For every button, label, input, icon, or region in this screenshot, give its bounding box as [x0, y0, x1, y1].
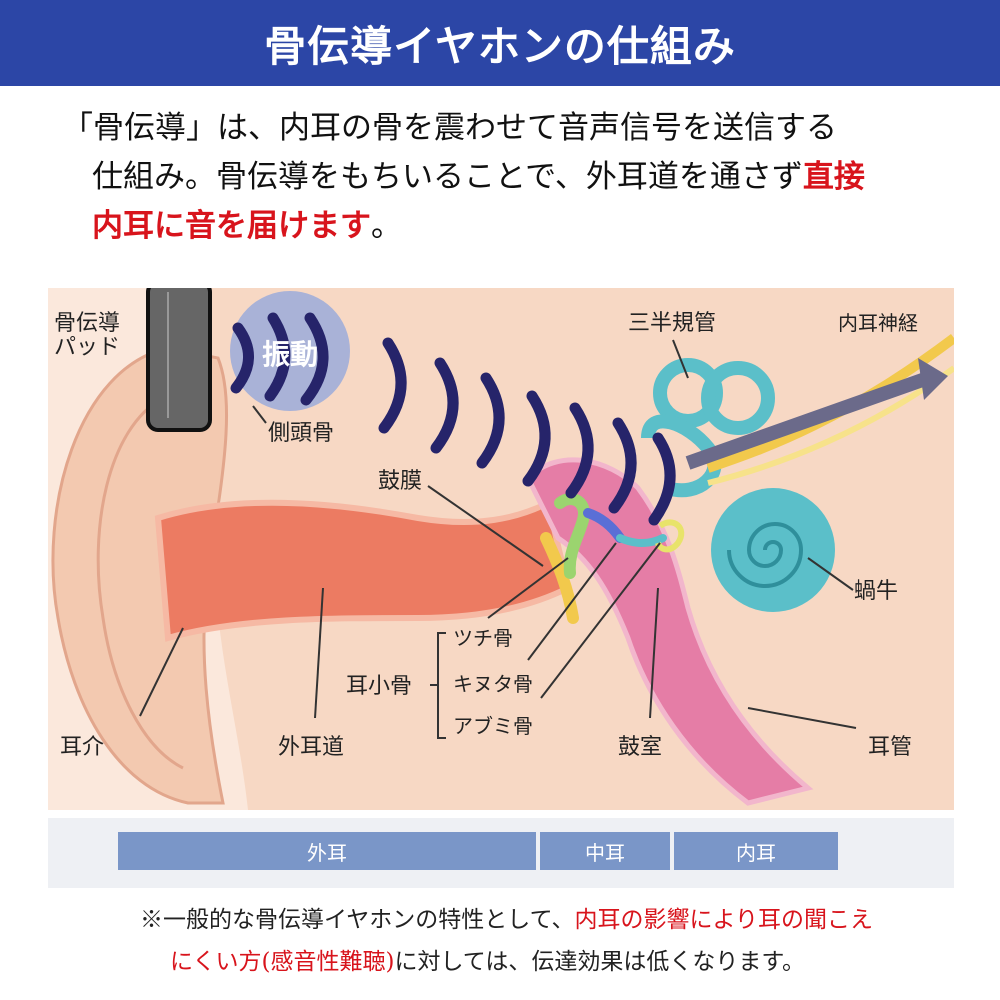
stapes-head-shape: [655, 519, 685, 553]
eardrum-shape: [540, 532, 579, 624]
footnote-line-2: にくい方(感音性難聴)に対しては、伝達効果は低くなります。: [140, 941, 980, 983]
auricle-shape: [51, 346, 229, 805]
intro-line-1: 「骨伝導」は、内耳の骨を震わせて音声信号を送信する: [62, 110, 837, 146]
footnote-highlight-1: 内耳の影響により耳の聞こえ: [574, 907, 874, 933]
semicircular-canal-3: [641, 414, 722, 498]
footnote: ※一般的な骨伝導イヤホンの特性として、内耳の影響により耳の聞こえ にくい方(感音…: [140, 899, 980, 983]
semicircular-canal-1: [653, 358, 723, 428]
semicircular-label: 三半規管: [628, 311, 716, 336]
footnote-text-1: ※一般的な骨伝導イヤホンの特性として、: [140, 907, 575, 933]
intro-line-2-text: 仕組み。骨伝導をもちいることで、外耳道を通さず: [92, 159, 803, 195]
tympanic-cavity-shape: [524, 457, 814, 806]
eustachian-tube-label: 耳管: [868, 735, 912, 760]
intro-highlight-1: 直接: [802, 159, 865, 195]
intro-line-2: 仕組み。骨伝導をもちいることで、外耳道を通さず直接: [62, 153, 962, 202]
intro-highlight-2: 内耳に音を届けます: [92, 208, 371, 244]
ear-diagram: 骨伝導 パッド 側頭骨 鼓膜 三半規管 内耳神経 蝸牛 耳小骨 ツチ骨 キヌタ骨…: [48, 288, 954, 810]
ear-region-bar: 外耳 中耳 内耳: [48, 818, 954, 888]
diagram-labels: 骨伝導 パッド 側頭骨 鼓膜 三半規管 内耳神経 蝸牛 耳小骨 ツチ骨 キヌタ骨…: [54, 311, 918, 760]
cochlea-spiral: [727, 522, 804, 588]
auditory-nerve-shape-2: [707, 365, 954, 486]
ossicles-label: 耳小骨: [346, 674, 412, 699]
region-inner-ear: 内耳: [674, 832, 838, 870]
intro-text: 「骨伝導」は、内耳の骨を震わせて音声信号を送信する 仕組み。骨伝導をもちいること…: [62, 104, 962, 251]
region-middle-ear: 中耳: [540, 832, 670, 870]
transmission-arrow-head: [918, 358, 948, 400]
leader-lines: [139, 339, 857, 739]
auricle-label: 耳介: [60, 735, 104, 760]
auditory-nerve-label: 内耳神経: [838, 311, 918, 335]
bone-conduction-pad: [146, 288, 212, 432]
auricle-fold: [96, 396, 184, 770]
malleus-label: ツチ骨: [453, 626, 513, 650]
footnote-text-2: に対しては、伝達効果は低くなります。: [394, 949, 806, 975]
intro-line-3-end: 。: [371, 208, 402, 244]
eardrum-label: 鼓膜: [378, 469, 422, 494]
vibration-waves: [230, 312, 676, 526]
vibration-label: 振動: [262, 338, 318, 371]
stapes-shape: [616, 534, 667, 547]
pad-label-line1: 骨伝導: [54, 311, 120, 336]
transmission-arrow: [685, 371, 931, 470]
region-outer-ear: 外耳: [118, 832, 536, 870]
cochlea-label: 蝸牛: [854, 579, 898, 604]
temporal-bone-label: 側頭骨: [268, 421, 334, 446]
footnote-line-1: ※一般的な骨伝導イヤホンの特性として、内耳の影響により耳の聞こえ: [140, 899, 980, 941]
intro-line-3: 内耳に音を届けます。: [62, 202, 962, 251]
tympanic-cavity-label: 鼓室: [618, 735, 662, 760]
footnote-highlight-2: にくい方(感音性難聴): [170, 949, 395, 975]
ear-canal-label: 外耳道: [278, 735, 344, 760]
ear-diagram-svg: 骨伝導 パッド 側頭骨 鼓膜 三半規管 内耳神経 蝸牛 耳小骨 ツチ骨 キヌタ骨…: [48, 288, 954, 810]
semicircular-canal-2: [701, 361, 775, 435]
page-title: 骨伝導イヤホンの仕組み: [264, 21, 736, 71]
stapes-label: アブミ骨: [453, 714, 533, 738]
incus-label: キヌタ骨: [453, 672, 533, 696]
title-banner: 骨伝導イヤホンの仕組み: [0, 0, 1000, 86]
malleus-shape: [554, 493, 590, 579]
pad-label-line2: パッド: [54, 335, 120, 360]
cochlea-shape: [711, 488, 835, 612]
